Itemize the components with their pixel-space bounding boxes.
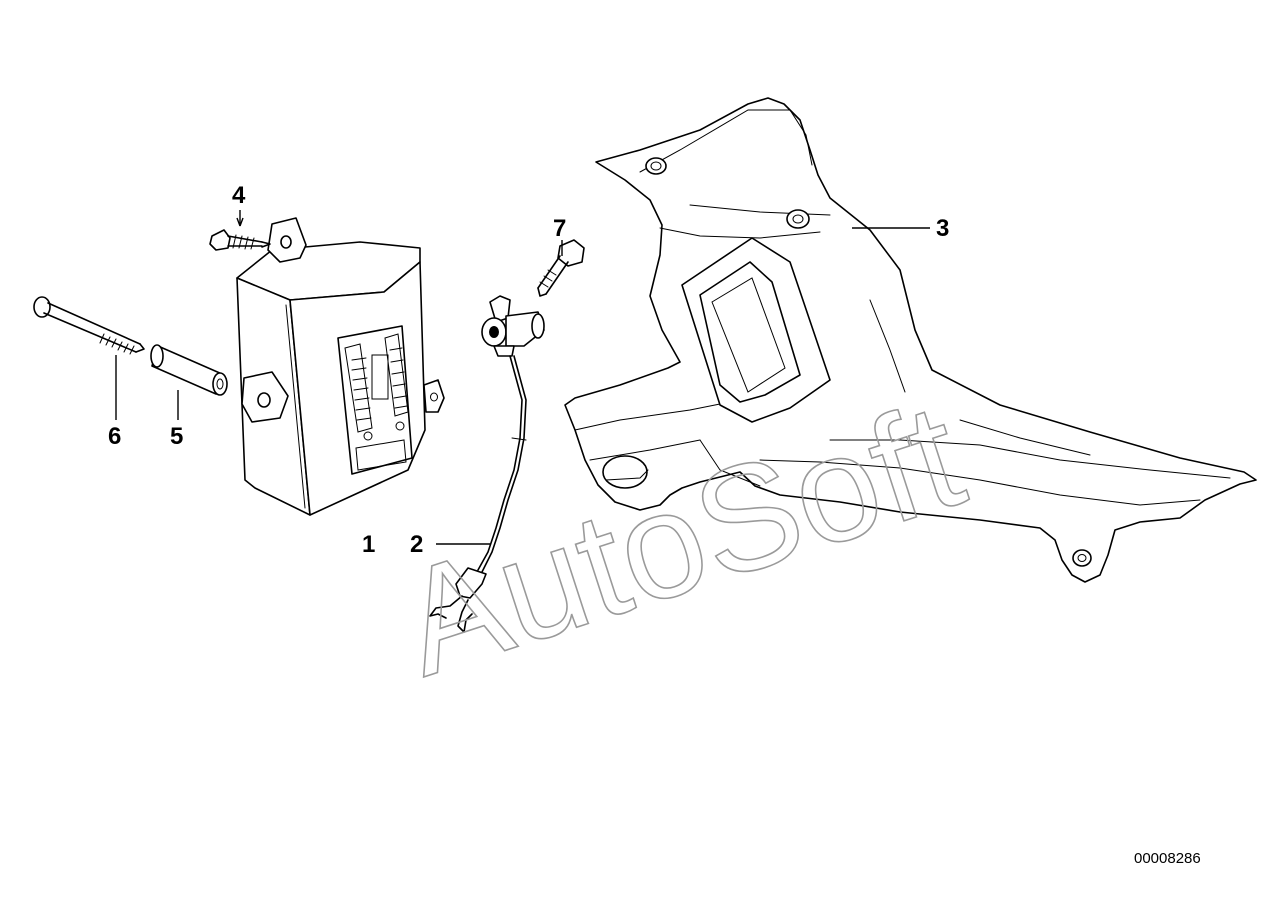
screw-part-4 [209,229,271,251]
document-number: 00008286 [1134,850,1201,867]
callout-6: 6 [108,423,121,450]
callout-3: 3 [936,215,949,242]
bolt-part-6 [33,296,145,355]
trim-panel-part-3 [564,97,1257,583]
callout-labels: 1 2 3 4 5 6 7 [108,182,949,558]
hex-bolt-part-7 [537,239,585,297]
sensor-cable-part-2 [429,295,545,633]
callout-2: 2 [410,531,423,558]
spacer-sleeve-part-5 [150,344,228,396]
callout-1: 1 [362,531,375,558]
callout-7: 7 [553,215,566,242]
callout-5: 5 [170,423,183,450]
leader-lines [115,210,930,545]
callout-4: 4 [232,182,246,209]
control-unit-part-1 [236,217,445,516]
